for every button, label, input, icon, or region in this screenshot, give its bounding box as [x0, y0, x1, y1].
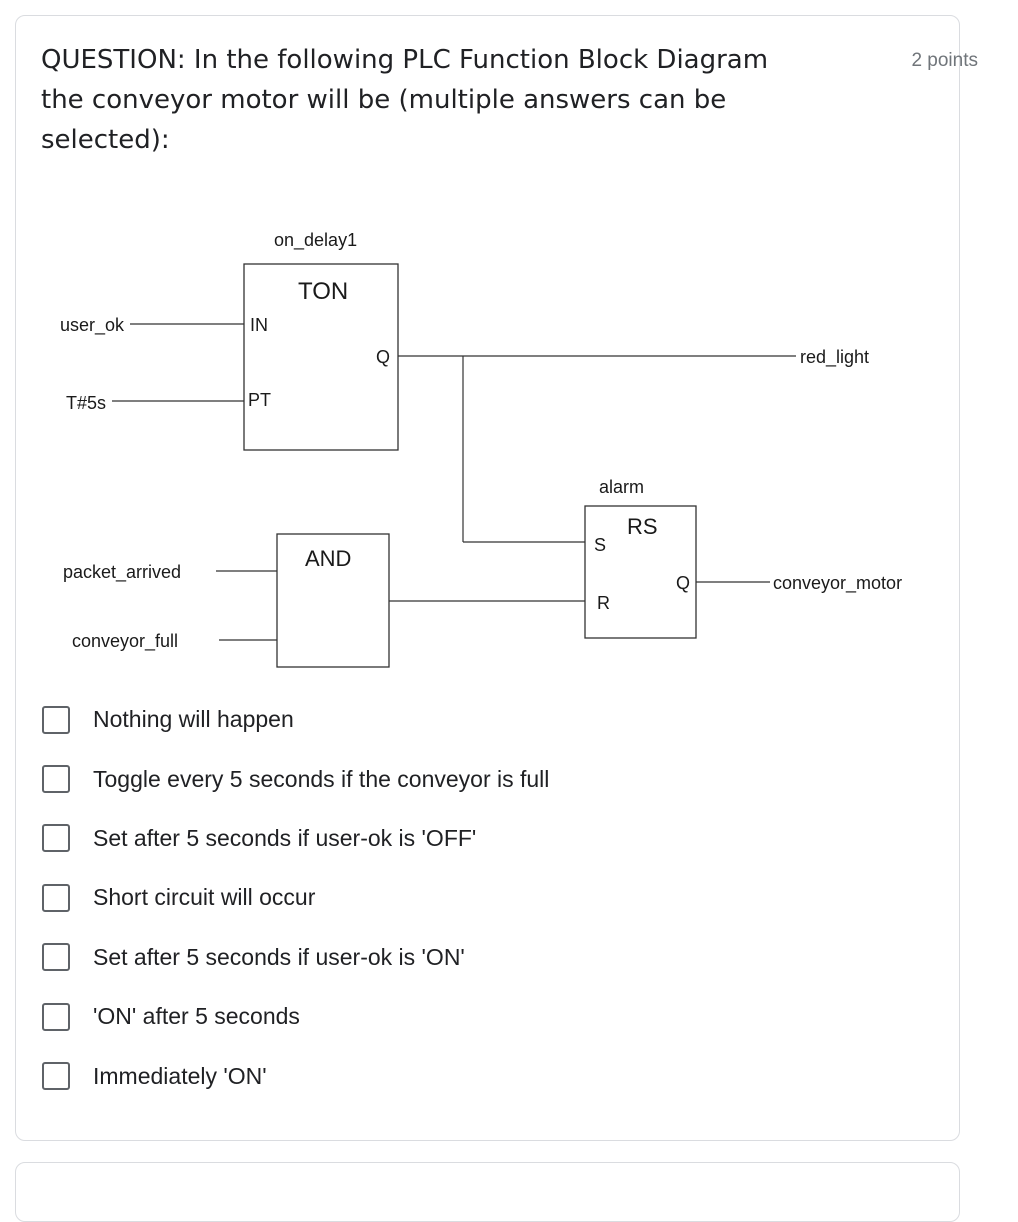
option-label: Set after 5 seconds if user-ok is 'OFF': [93, 824, 477, 851]
ton-block: [243, 263, 399, 451]
checkbox[interactable]: [42, 943, 70, 972]
option-immediately-on[interactable]: Immediately 'ON': [40, 1046, 920, 1105]
red-light-label: red_light: [800, 347, 869, 368]
option-on-after-5-seconds[interactable]: 'ON' after 5 seconds: [40, 987, 920, 1046]
rs-s-pin: S: [594, 535, 606, 555]
ton-q-pin: Q: [376, 347, 390, 367]
conveyor-full-label: conveyor_full: [72, 631, 178, 652]
option-set-after-5s-user-ok-off[interactable]: Set after 5 seconds if user-ok is 'OFF': [40, 809, 920, 868]
checkbox[interactable]: [42, 705, 70, 734]
question-text: QUESTION: In the following PLC Function …: [41, 45, 769, 155]
rs-instance-label: alarm: [599, 477, 644, 497]
option-label: Toggle every 5 seconds if the conveyor i…: [93, 765, 550, 792]
ton-pt-pin: PT: [248, 390, 271, 410]
and-type-label: AND: [305, 546, 351, 571]
option-label: Short circuit will occur: [93, 884, 316, 911]
time-preset-label: T#5s: [66, 393, 106, 413]
option-label: Immediately 'ON': [93, 1062, 267, 1089]
option-label: Nothing will happen: [93, 706, 294, 733]
option-toggle-every-5-seconds[interactable]: Toggle every 5 seconds if the conveyor i…: [40, 749, 920, 808]
next-question-card: [15, 1162, 960, 1222]
user-ok-label: user_ok: [60, 315, 125, 336]
option-nothing-will-happen[interactable]: Nothing will happen: [40, 690, 920, 749]
checkbox[interactable]: [42, 765, 70, 794]
rs-block: [584, 505, 697, 639]
checkbox[interactable]: [42, 824, 70, 853]
checkbox[interactable]: [42, 1062, 70, 1091]
question-card: [15, 15, 960, 1141]
option-set-after-5s-user-ok-on[interactable]: Set after 5 seconds if user-ok is 'ON': [40, 928, 920, 987]
points-label: 2 points: [911, 50, 978, 71]
conveyor-motor-label: conveyor_motor: [773, 573, 902, 594]
ton-in-pin: IN: [250, 315, 268, 335]
rs-r-pin: R: [597, 593, 610, 613]
fbd-diagram: on_delay1 TON IN PT Q user_ok T#5s red_l…: [60, 230, 902, 668]
ton-instance-label: on_delay1: [274, 230, 357, 251]
option-label: Set after 5 seconds if user-ok is 'ON': [93, 943, 465, 970]
checkbox[interactable]: [42, 1002, 70, 1031]
option-label: 'ON' after 5 seconds: [93, 1003, 300, 1030]
option-short-circuit[interactable]: Short circuit will occur: [40, 868, 920, 927]
packet-arrived-label: packet_arrived: [63, 562, 181, 583]
rs-type-label: RS: [627, 514, 658, 539]
checkbox[interactable]: [42, 883, 70, 912]
rs-q-pin: Q: [676, 573, 690, 593]
ton-type-label: TON: [298, 278, 348, 305]
answer-options: Nothing will happen Toggle every 5 secon…: [40, 690, 920, 1106]
